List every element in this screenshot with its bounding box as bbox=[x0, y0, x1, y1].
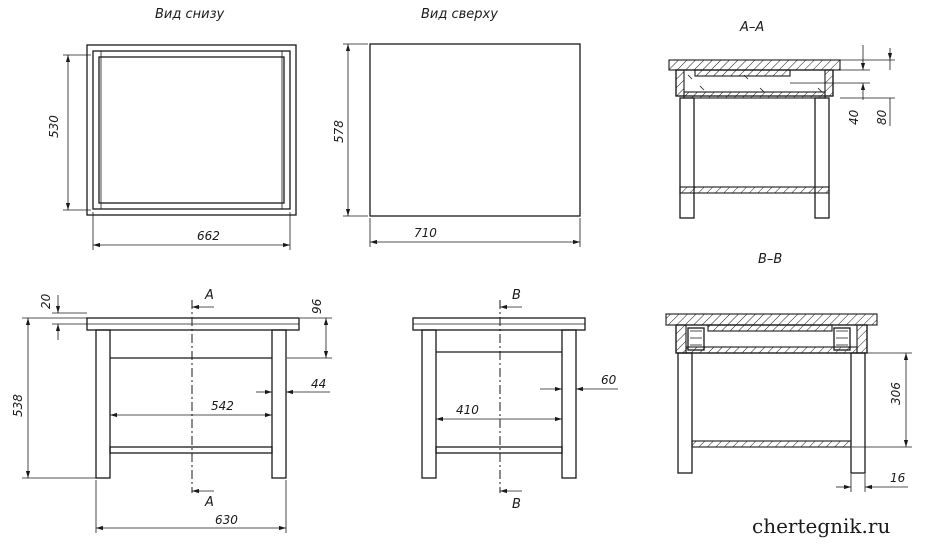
dim-bottom-width: 662 bbox=[197, 229, 220, 243]
section-bb-label: В–В bbox=[758, 252, 782, 267]
side-view: В В 410 60 bbox=[412, 288, 618, 512]
dim-front-inner-width: 542 bbox=[211, 399, 234, 413]
cut-mark-b-top: В bbox=[512, 288, 521, 303]
cut-mark-a-top: А bbox=[204, 288, 214, 303]
dim-top-width: 710 bbox=[414, 226, 437, 240]
watermark: chertegnik.ru bbox=[752, 514, 890, 538]
dim-front-leg: 44 bbox=[311, 377, 326, 391]
top-view: Вид сверху 578 710 bbox=[332, 7, 581, 247]
bottom-view: Вид снизу 530 662 bbox=[47, 7, 297, 250]
section-aa: А–А 40 80 bbox=[668, 20, 895, 219]
dim-side-inner-width: 410 bbox=[456, 403, 479, 417]
bottom-view-label: Вид снизу bbox=[155, 7, 224, 22]
dim-bottom-depth: 530 bbox=[47, 115, 61, 138]
dim-aa-80: 80 bbox=[875, 109, 889, 125]
front-view: А А 20 538 96 542 44 630 bbox=[11, 288, 332, 533]
cut-mark-a-bottom: А bbox=[204, 495, 214, 510]
dim-side-leg: 60 bbox=[601, 373, 617, 387]
cut-mark-b-bottom: В bbox=[512, 497, 521, 512]
section-aa-label: А–А bbox=[739, 20, 764, 35]
top-view-label: Вид сверху bbox=[421, 7, 498, 22]
dim-bb-16: 16 bbox=[890, 471, 906, 485]
dim-front-overall: 630 bbox=[215, 513, 238, 527]
dim-aa-40: 40 bbox=[847, 109, 861, 125]
dim-front-top-thickness: 20 bbox=[39, 293, 53, 309]
dim-front-height: 538 bbox=[11, 394, 25, 417]
dim-front-apron: 96 bbox=[310, 298, 324, 314]
dim-bb-306: 306 bbox=[889, 382, 903, 405]
dim-top-depth: 578 bbox=[332, 120, 346, 143]
section-bb: В–В 306 16 bbox=[665, 252, 912, 492]
